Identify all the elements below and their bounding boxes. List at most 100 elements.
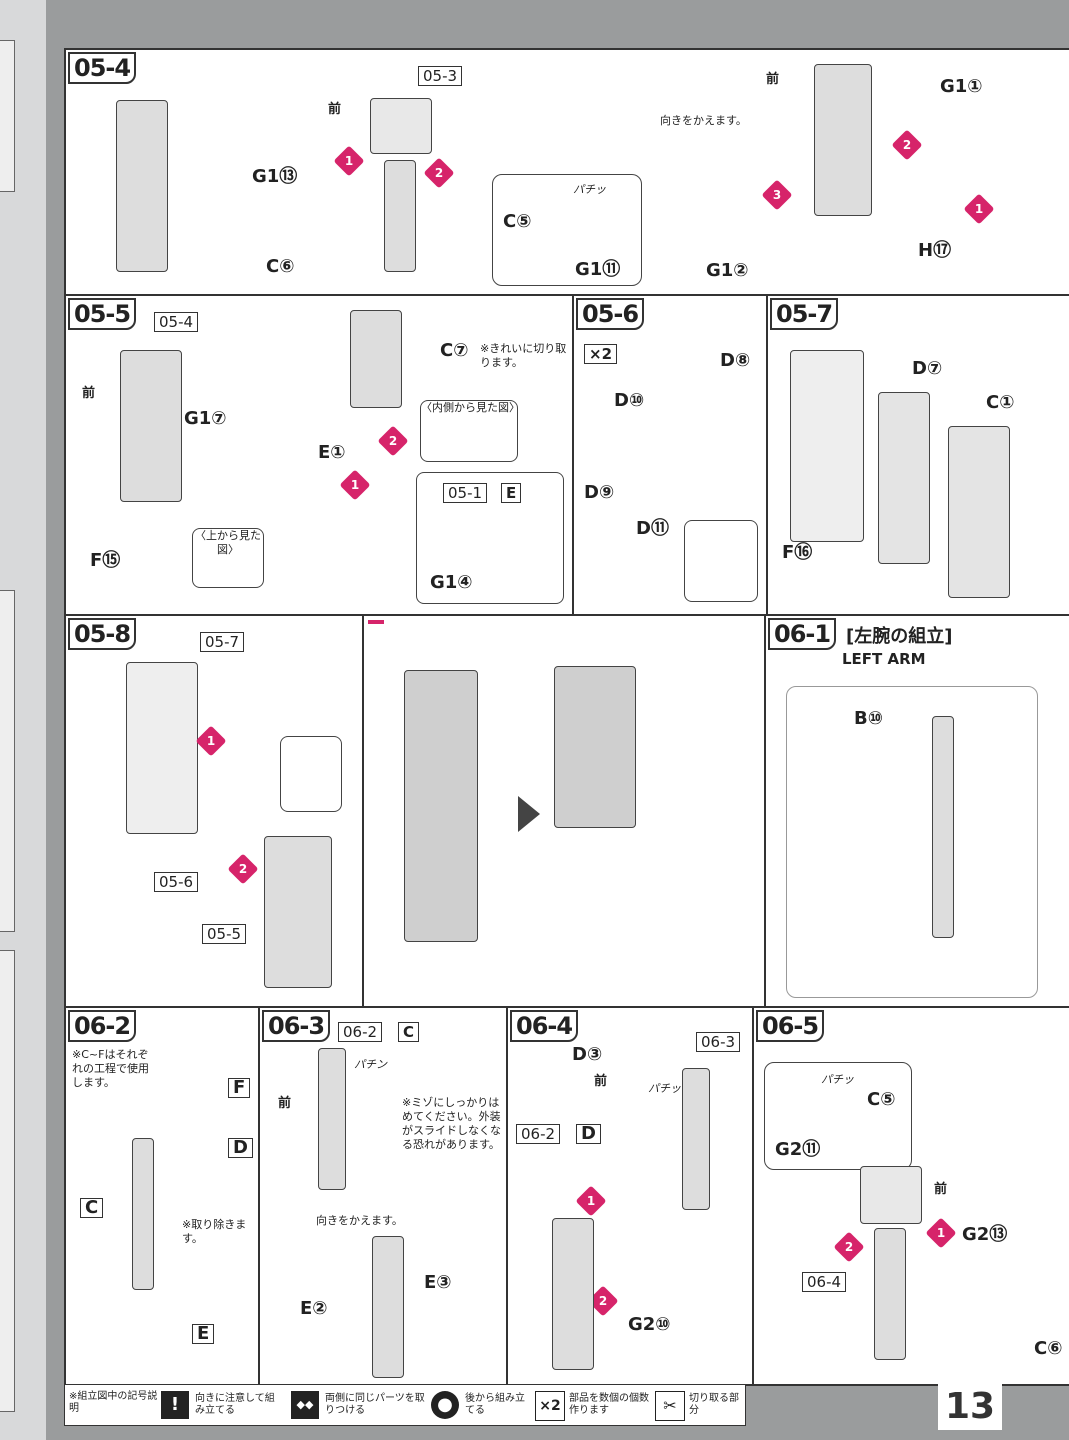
step-label: 06-3 (262, 1010, 331, 1042)
ref-label: 05-6 (154, 872, 199, 892)
legend-text: 向きに注意して組み立てる (195, 1393, 275, 1416)
part-label: D⑨ (584, 482, 615, 503)
snap-sound: パチン (354, 1058, 387, 1071)
part-label: G1④ (430, 572, 473, 593)
shield-frame-part (878, 392, 930, 564)
part-label: C⑥ (266, 256, 295, 277)
step-badge-1: 1 (339, 469, 371, 501)
shield-part (790, 350, 864, 542)
arm-bent-illustration (554, 666, 636, 828)
runner-frame (786, 686, 1038, 998)
part-label: C⑤ (867, 1089, 896, 1110)
part-label: G1⑪ (575, 259, 621, 280)
shield-assembly (126, 662, 198, 834)
usage-note: ※C~Fはそれぞれの工程で使用します。 (72, 1048, 149, 1089)
part-label: G1② (706, 260, 749, 281)
step-05-6-panel: 05-6 ×2 D⑧ D⑩ D⑨ D⑪ (572, 294, 768, 616)
step-badge-1: 1 (925, 1217, 957, 1249)
part-label: E① (318, 442, 346, 463)
step-badge-1: 1 (963, 193, 995, 225)
later-assembly-icon: ● (431, 1391, 459, 1419)
part-label: G1⑦ (184, 408, 227, 429)
top-view-callout: 〈上から見た図〉 (192, 528, 264, 588)
part-label: D③ (572, 1044, 603, 1065)
step-05-4-panel: 05-4 05-3 前 1 2 G1⑬ C⑥ C⑤ G1⑪ パチッ 向きをかえま… (64, 48, 1069, 296)
step-06-3-panel: 06-3 06-2 C 前 パチン ※ミゾにしっかりはめてください。外装がスライ… (258, 1006, 508, 1386)
left-arm-frame (932, 716, 954, 938)
step-05-8-panel: 05-8 05-7 1 2 05-6 05-5 (64, 614, 364, 1008)
step-badge-2: 2 (227, 853, 259, 885)
multiplier-icon: ×2 (584, 344, 618, 364)
part-label: F⑮ (90, 550, 121, 571)
symbol-legend: ※組立図中の記号説明 ! 向きに注意して組み立てる ◆◆ 両側に同じパーツを取り… (64, 1384, 746, 1426)
part-label: D⑧ (720, 350, 751, 371)
legend-text: 部品を数個の個数作ります (569, 1393, 649, 1416)
arm-movement-panel (362, 614, 766, 1008)
ref-part-label: D (576, 1124, 601, 1144)
part-label: F (228, 1078, 251, 1098)
part-label: G2⑪ (775, 1139, 821, 1160)
ref-label: 06-3 (696, 1032, 741, 1052)
step-05-5-panel: 05-5 05-4 前 G1⑦ F⑮ 〈上から見た図〉 C⑦ ※きれいに切り取り… (64, 294, 574, 616)
remove-note: ※取り除きます。 (182, 1218, 247, 1245)
step-label: 05-5 (68, 298, 137, 330)
detail-callout: パチッ C⑤ G2⑪ (764, 1062, 912, 1170)
step-label: 06-5 (756, 1010, 825, 1042)
step-06-1-panel: 06-1 [左腕の組立] LEFT ARM B⑩ (764, 614, 1069, 1008)
ref-label: 06-2 (516, 1124, 561, 1144)
part-label: C⑤ (503, 211, 532, 232)
arm-frame-part (384, 160, 416, 272)
inside-view-callout: 〈内側から見た図〉 (420, 400, 520, 462)
turn-note: 向きをかえます。 (316, 1214, 403, 1227)
multiplier-icon: ×2 (535, 1391, 565, 1421)
section-title: [左腕の組立] (846, 626, 953, 647)
shield-back-part (948, 426, 1010, 598)
caution-icon: ! (161, 1391, 189, 1419)
part-label: E (192, 1324, 215, 1344)
step-label: 05-8 (68, 618, 137, 650)
ref-label: 05-4 (154, 312, 199, 332)
step-label: 06-1 (768, 618, 837, 650)
part-label: H⑰ (918, 240, 952, 261)
ref-label: 05-7 (200, 632, 245, 652)
front-label: 前 (934, 1182, 948, 1197)
part-label: G1⑬ (252, 166, 298, 187)
step-label: 05-4 (68, 52, 137, 84)
arm-part-rotated (814, 64, 872, 216)
front-label: 前 (82, 386, 96, 401)
detail-callout (280, 736, 342, 812)
arm-frame-part (318, 1048, 346, 1190)
legend-text: 後から組み立てる (465, 1393, 525, 1416)
front-label: 前 (594, 1074, 608, 1089)
cut-icon: ✂ (655, 1391, 685, 1421)
ref-part-label: E (501, 483, 522, 503)
part-label: D⑪ (636, 518, 669, 539)
snap-sound: パチッ (821, 1073, 854, 1086)
arm-assembly (120, 350, 182, 502)
step-badge-2: 2 (891, 129, 923, 161)
prev-page-fragment (0, 40, 15, 192)
step-06-5-panel: 06-5 パチッ C⑤ G2⑪ 前 1 2 G2⑬ 06-4 C⑥ (752, 1006, 1069, 1386)
binding-spine (0, 0, 47, 1440)
part-label: C⑦ (440, 340, 469, 361)
part-label: D⑩ (614, 390, 645, 411)
part-label: G2⑬ (962, 1224, 1008, 1245)
turn-note: 向きをかえます。 (660, 114, 747, 127)
arm-frame-part (682, 1068, 710, 1210)
prev-page-fragment (0, 950, 15, 1412)
arm-frame-part (372, 1236, 404, 1378)
ref-label: 05-1 (443, 483, 488, 503)
arm-straight-illustration (404, 670, 478, 942)
ref-label: 05-3 (418, 66, 463, 86)
step-badge-1: 1 (195, 725, 227, 757)
front-label: 前 (328, 102, 342, 117)
section-subtitle: LEFT ARM (842, 650, 926, 668)
step-label: 06-2 (68, 1010, 137, 1042)
ref-label: 06-4 (802, 1272, 847, 1292)
arm-assembly (552, 1218, 594, 1370)
arm-frame-part (874, 1228, 906, 1360)
part-label: B⑩ (854, 708, 883, 729)
ref-label: 05-5 (202, 924, 247, 944)
snap-sound: パチッ (648, 1082, 681, 1095)
prev-page-fragment (0, 590, 15, 932)
